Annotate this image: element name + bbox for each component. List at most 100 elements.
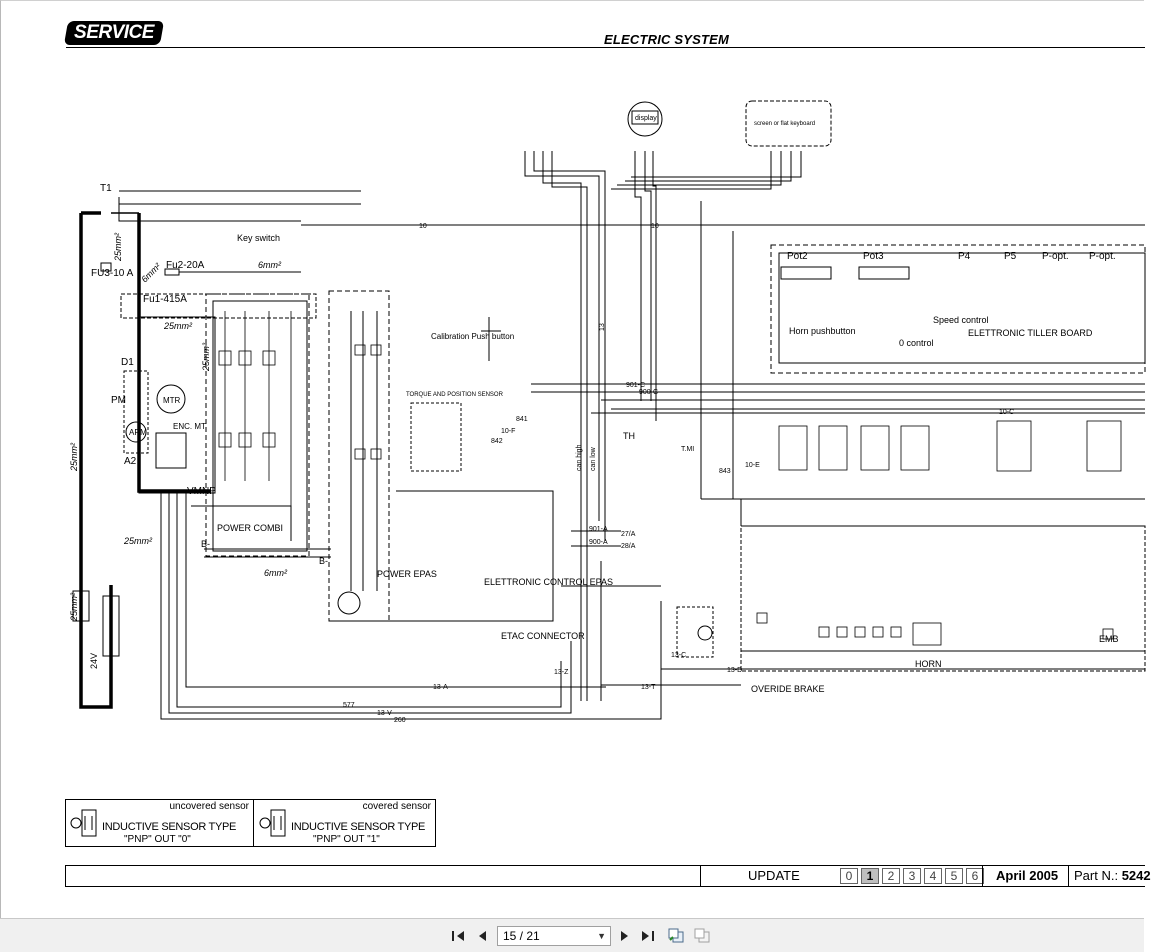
label-25mm-e: 25mm² <box>123 536 153 546</box>
chevron-down-icon: ▼ <box>597 931 606 941</box>
wire-842: 842 <box>491 438 503 445</box>
footer-divider <box>982 866 983 886</box>
last-page-icon[interactable] <box>640 928 656 944</box>
label-can-high: can high <box>576 444 583 471</box>
label-display: display <box>635 115 657 122</box>
legend-type-uncovered: INDUCTIVE SENSOR TYPE <box>102 821 237 833</box>
page-number-select[interactable]: 15 / 21 ▼ <box>497 926 611 946</box>
label-25mm-c: 25mm² <box>163 321 193 331</box>
revision-boxes: 0 1 2 3 4 5 6 <box>840 868 987 884</box>
wire-13: 13 <box>599 323 606 331</box>
label-etac: ETAC CONNECTOR <box>501 631 585 641</box>
wire-28-a: 28/A <box>621 543 636 550</box>
section-title: ELECTRIC SYSTEM <box>604 32 730 47</box>
label-horn-push: Horn pushbutton <box>789 326 856 336</box>
revision-box: 0 <box>840 868 858 884</box>
label-th: TH <box>623 431 635 441</box>
label-pot3: Pot3 <box>863 251 884 262</box>
wire-10-e: 10-E <box>745 462 760 469</box>
label-zero: 0 control <box>899 338 934 348</box>
pdf-viewer-toolbar: 15 / 21 ▼ <box>0 918 1144 952</box>
page-indicator: 15 / 21 <box>503 929 540 943</box>
label-25mm-b: 25mm² <box>113 232 123 262</box>
legend-out-covered: "PNP" OUT "1" <box>313 834 380 845</box>
revision-date: April 2005 <box>996 868 1059 883</box>
legend-tag-covered: covered sensor <box>362 801 431 812</box>
label-calibration: Calibration Push button <box>431 332 514 341</box>
revision-box: 4 <box>924 868 942 884</box>
revision-box-active: 1 <box>861 868 879 884</box>
label-d1: D1 <box>121 357 134 368</box>
wire-901-c: 901-C <box>626 382 645 389</box>
label-fu1: Fu1-415A <box>143 294 187 305</box>
label-power-combi: POWER COMBI <box>217 523 283 533</box>
label-pot2: Pot2 <box>787 251 808 262</box>
label-a2: A2 <box>124 456 137 467</box>
sensor-legend: uncovered sensor INDUCTIVE SENSOR TYPE "… <box>65 799 436 847</box>
wire-13-d: 13-D <box>727 667 742 674</box>
label-25mm-d: 25mm² <box>201 342 211 372</box>
legend-type-covered: INDUCTIVE SENSOR TYPE <box>291 821 426 833</box>
part-number: Part N.: 5242 <box>1074 868 1151 883</box>
label-b-minus: B- <box>201 539 210 549</box>
legend-covered-sensor: covered sensor INDUCTIVE SENSOR TYPE "PN… <box>255 800 435 846</box>
label-vmnp: VMNP <box>187 486 216 497</box>
label-screen: screen or flat keyboard <box>754 121 815 127</box>
revision-box: 2 <box>882 868 900 884</box>
view-mode-alt-icon[interactable] <box>694 928 710 944</box>
revision-box: 6 <box>966 868 984 884</box>
inductive-sensor-icon <box>259 809 286 837</box>
wire-10-b: 10 <box>651 223 659 230</box>
label-speed: Speed control <box>933 315 989 325</box>
label-p5: P5 <box>1004 251 1017 262</box>
wire-260: 260 <box>394 717 406 724</box>
document-page: SERVICE ELECTRIC SYSTEM <box>0 0 1151 918</box>
wire-13-a: 13-A <box>433 684 448 691</box>
label-horn: HORN <box>915 659 942 669</box>
wire-900-c: 900-C <box>639 389 658 396</box>
revision-box: 3 <box>903 868 921 884</box>
label-enc: ENC. MT <box>173 422 206 431</box>
header-rule <box>66 47 1145 48</box>
label-t1: T1 <box>100 183 112 194</box>
label-b-minus-2: B- <box>319 556 328 566</box>
part-number-label: Part N.: <box>1074 868 1119 883</box>
label-tmi: T.MI <box>681 446 694 453</box>
legend-out-uncovered: "PNP" OUT "0" <box>124 834 191 845</box>
wire-10-f: 10-F <box>501 428 515 435</box>
label-popt1: P-opt. <box>1042 251 1069 262</box>
inductive-sensor-icon <box>70 809 97 837</box>
legend-tag-uncovered: uncovered sensor <box>169 801 250 812</box>
next-page-icon[interactable] <box>617 928 633 944</box>
label-mtr: MTR <box>163 396 181 405</box>
label-power-epas: POWER EPAS <box>377 569 437 579</box>
wire-13-t: 13-T <box>641 684 656 691</box>
label-25mm-f: 25mm² <box>69 592 79 622</box>
label-25mm-a: 25mm² <box>69 442 79 472</box>
part-number-value: 5242 <box>1121 868 1151 883</box>
wire-13-c: 13-C <box>671 652 686 659</box>
label-torque: TORQUE AND POSITION SENSOR <box>406 392 504 398</box>
wire-10-c: 10-C <box>999 409 1014 416</box>
label-popt2: P-opt. <box>1089 251 1116 262</box>
label-fu2: Fu2-20A <box>166 260 205 271</box>
label-emb: EMB <box>1099 634 1119 644</box>
label-6mm-b: 6mm² <box>139 260 163 284</box>
prev-page-icon[interactable] <box>474 928 490 944</box>
update-label: UPDATE <box>748 868 800 883</box>
label-override: OVERIDE BRAKE <box>751 684 825 694</box>
label-6mm-c: 6mm² <box>264 568 288 578</box>
wire-13-v: 13-V <box>377 710 392 717</box>
wiring-schematic: T1 FU3-10 A Fu2-20A Fu1-415A D1 PM A2 MT… <box>69 100 1146 724</box>
label-ecu-epas: ELETTRONIC CONTROL EPAS <box>484 577 613 587</box>
first-page-icon[interactable] <box>450 928 466 944</box>
label-arm: ARM <box>129 428 147 437</box>
view-mode-icon[interactable] <box>668 928 684 944</box>
wire-901-a: 901-A <box>589 526 608 533</box>
label-pm: PM <box>111 395 126 406</box>
wire-577: 577 <box>343 702 355 709</box>
label-fu3: FU3-10 A <box>91 268 134 279</box>
revision-box: 5 <box>945 868 963 884</box>
legend-uncovered-sensor: uncovered sensor INDUCTIVE SENSOR TYPE "… <box>66 800 254 846</box>
wire-13-z: 13-Z <box>554 669 569 676</box>
